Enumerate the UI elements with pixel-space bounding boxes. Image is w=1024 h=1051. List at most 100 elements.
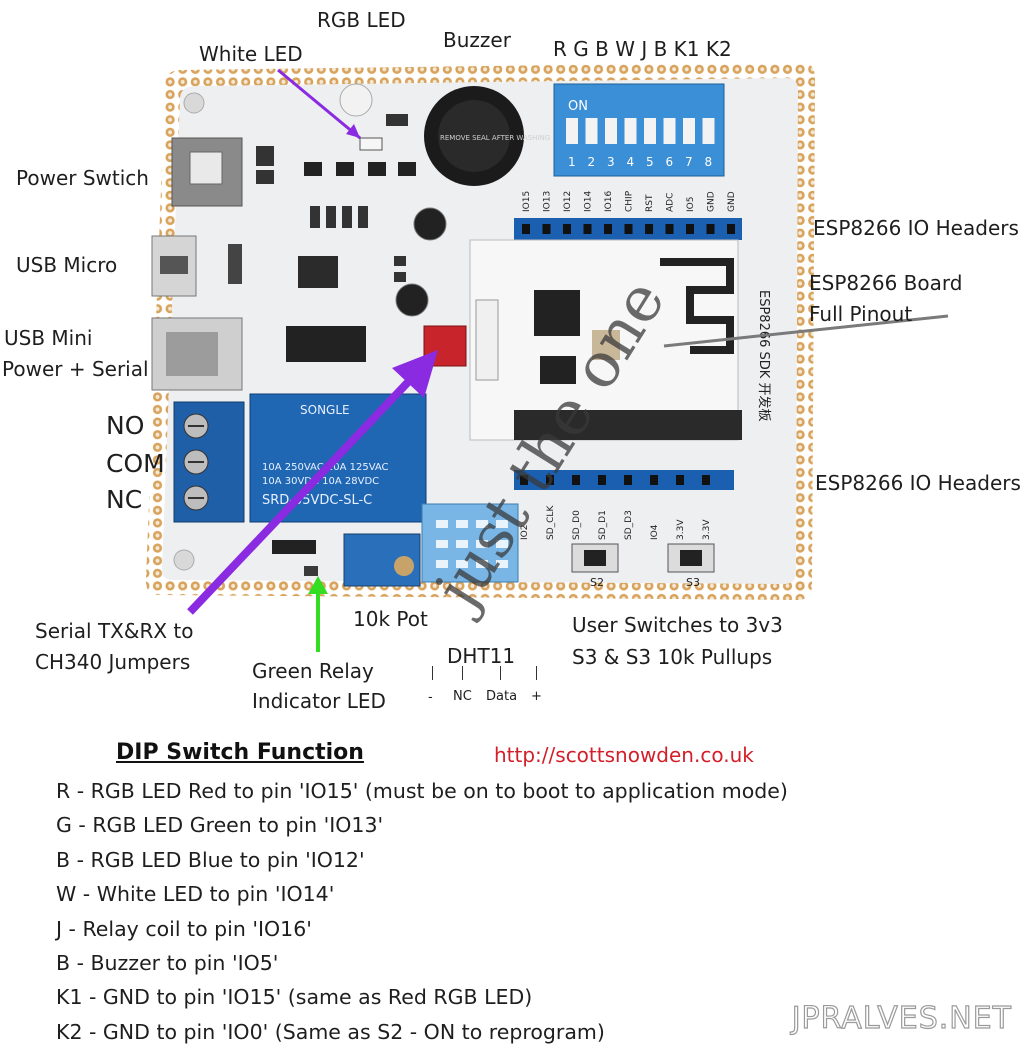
header-pin bbox=[645, 224, 653, 234]
header-pin-label: SD_D0 bbox=[572, 510, 582, 540]
label-esp-io-top: ESP8266 IO Headers bbox=[813, 216, 1019, 240]
pcb-antenna bbox=[660, 258, 734, 354]
white-led-arrow bbox=[277, 68, 361, 140]
dip-lever[interactable] bbox=[566, 118, 578, 144]
header-pin bbox=[727, 224, 735, 234]
label-green-led-1: Green Relay bbox=[252, 659, 374, 683]
header-pin-label: SD_D3 bbox=[624, 510, 634, 540]
dip-number: 5 bbox=[646, 155, 654, 169]
label-dip-header: R G B W J B K1 K2 bbox=[553, 37, 732, 61]
list-item: K1 - GND to pin 'IO15' (same as Red RGB … bbox=[56, 985, 533, 1010]
label-usb-micro: USB Micro bbox=[16, 253, 118, 277]
dip-function-list: R - RGB LED Red to pin 'IO15' (must be o… bbox=[56, 776, 788, 1051]
list-item: G - RGB LED Green to pin 'IO13' bbox=[56, 813, 384, 838]
label-no: NO bbox=[106, 411, 145, 440]
dip-lever[interactable] bbox=[585, 118, 598, 144]
header-pin-label: ADC bbox=[666, 193, 676, 212]
header-pin bbox=[624, 475, 632, 485]
header-pin bbox=[598, 475, 606, 485]
author-url[interactable]: http://scottsnowden.co.uk bbox=[494, 743, 754, 767]
dip-number: 8 bbox=[705, 155, 713, 169]
header-pin bbox=[650, 475, 658, 485]
dht-pin-data: Data bbox=[486, 689, 518, 704]
capacitor-c2 bbox=[413, 207, 447, 241]
header-pin-label: IO16 bbox=[604, 191, 614, 212]
dip-lever[interactable] bbox=[663, 118, 676, 144]
dip-number: 6 bbox=[666, 155, 674, 169]
board-label-line bbox=[719, 315, 947, 341]
label-com: COM bbox=[106, 449, 165, 478]
header-pin bbox=[572, 475, 580, 485]
header-pin bbox=[522, 224, 530, 234]
header-pin bbox=[676, 475, 684, 485]
label-buzzer: Buzzer bbox=[443, 28, 511, 52]
esp-chip bbox=[534, 290, 580, 336]
label-user-switches-1: User Switches to 3v3 bbox=[572, 613, 783, 637]
label-user-switches-2: S3 & S3 10k Pullups bbox=[572, 645, 773, 669]
label-green-led-2: Indicator LED bbox=[252, 689, 386, 713]
dip-lever[interactable] bbox=[683, 118, 695, 144]
dip-lever[interactable] bbox=[644, 118, 656, 144]
watermark: JPRALVES.NET bbox=[791, 1000, 1012, 1036]
header-pin bbox=[665, 224, 674, 234]
dip-on-label: ON bbox=[568, 99, 588, 114]
relay-model: SRD-05VDC-SL-C bbox=[262, 493, 372, 508]
header-pin-label: IO13 bbox=[543, 191, 553, 212]
esp-sdk-text: ESP8266 SDK 开发板 bbox=[756, 290, 772, 421]
header-pin bbox=[624, 224, 633, 234]
label-serial-1: Serial TX&RX to bbox=[35, 619, 194, 643]
board-illustration: SONGLE 10A 250VAC 10A 125VAC 10A 30VDC 1… bbox=[145, 62, 949, 652]
green-relay-led bbox=[272, 540, 316, 554]
mount-hole-bl bbox=[173, 549, 195, 571]
mount-hole-tl bbox=[183, 92, 205, 114]
list-item: B - Buzzer to pin 'IO5' bbox=[56, 950, 279, 975]
label-white-led: White LED bbox=[199, 42, 303, 66]
dip-lever[interactable] bbox=[605, 118, 617, 144]
relay-specs-2: 10A 30VDC 10A 28VDC bbox=[262, 476, 379, 487]
label-nc: NC bbox=[106, 485, 143, 514]
header-pin bbox=[583, 224, 592, 234]
header-pin-label: IO15 bbox=[522, 191, 532, 212]
dip-lever[interactable] bbox=[702, 118, 715, 144]
header-pin bbox=[542, 224, 551, 234]
dip-number: 7 bbox=[685, 155, 693, 169]
header-pin bbox=[604, 224, 612, 234]
header-pin-label: SD_CLK bbox=[546, 505, 556, 540]
dip-switch bbox=[553, 83, 725, 177]
header-pin-label: IO5 bbox=[686, 197, 696, 212]
list-item: W - White LED to pin 'IO14' bbox=[56, 882, 335, 907]
label-10k-pot: 10k Pot bbox=[353, 607, 428, 631]
ch340-chip bbox=[286, 326, 366, 362]
dip-number: 3 bbox=[607, 155, 615, 169]
header-pin-label: IO14 bbox=[584, 191, 594, 212]
dht11-pin-ticks bbox=[426, 666, 546, 686]
header-pin-label: IO4 bbox=[650, 524, 660, 540]
label-esp-io-bottom: ESP8266 IO Headers bbox=[815, 471, 1021, 495]
header-pin bbox=[706, 224, 715, 234]
label-usb-mini-1: USB Mini bbox=[4, 326, 93, 350]
header-pin-label: RST bbox=[645, 194, 655, 212]
header-pin-label: SD_D1 bbox=[598, 510, 608, 540]
header-pin bbox=[686, 224, 694, 234]
sw-s2-label: S2 bbox=[590, 576, 604, 589]
list-item: K2 - GND to pin 'IO0' (Same as S2 - ON t… bbox=[56, 1019, 605, 1044]
header-pin-label: GND bbox=[727, 191, 737, 212]
header-pin-label: IO12 bbox=[563, 191, 573, 212]
dip-number: 1 bbox=[568, 155, 576, 169]
list-item: R - RGB LED Red to pin 'IO15' (must be o… bbox=[56, 779, 788, 803]
dht-pin-plus: + bbox=[531, 689, 542, 704]
dip-function-title: DIP Switch Function bbox=[116, 740, 364, 765]
dip-lever[interactable] bbox=[624, 118, 637, 144]
white-led bbox=[359, 137, 383, 151]
header-pin-label: GND bbox=[707, 191, 717, 212]
header-pin bbox=[702, 475, 710, 485]
regulator bbox=[298, 256, 338, 288]
label-usb-mini-2: Power + Serial bbox=[2, 357, 149, 381]
relay-brand: SONGLE bbox=[300, 403, 350, 417]
dht-pin-nc: NC bbox=[453, 689, 472, 704]
serial-arrow bbox=[187, 377, 413, 615]
dip-number: 2 bbox=[588, 155, 596, 169]
label-esp-board-2: Full Pinout bbox=[809, 302, 913, 326]
label-rgb-led: RGB LED bbox=[317, 8, 406, 32]
buzzer-text: REMOVE SEAL AFTER WASHING bbox=[440, 134, 550, 142]
